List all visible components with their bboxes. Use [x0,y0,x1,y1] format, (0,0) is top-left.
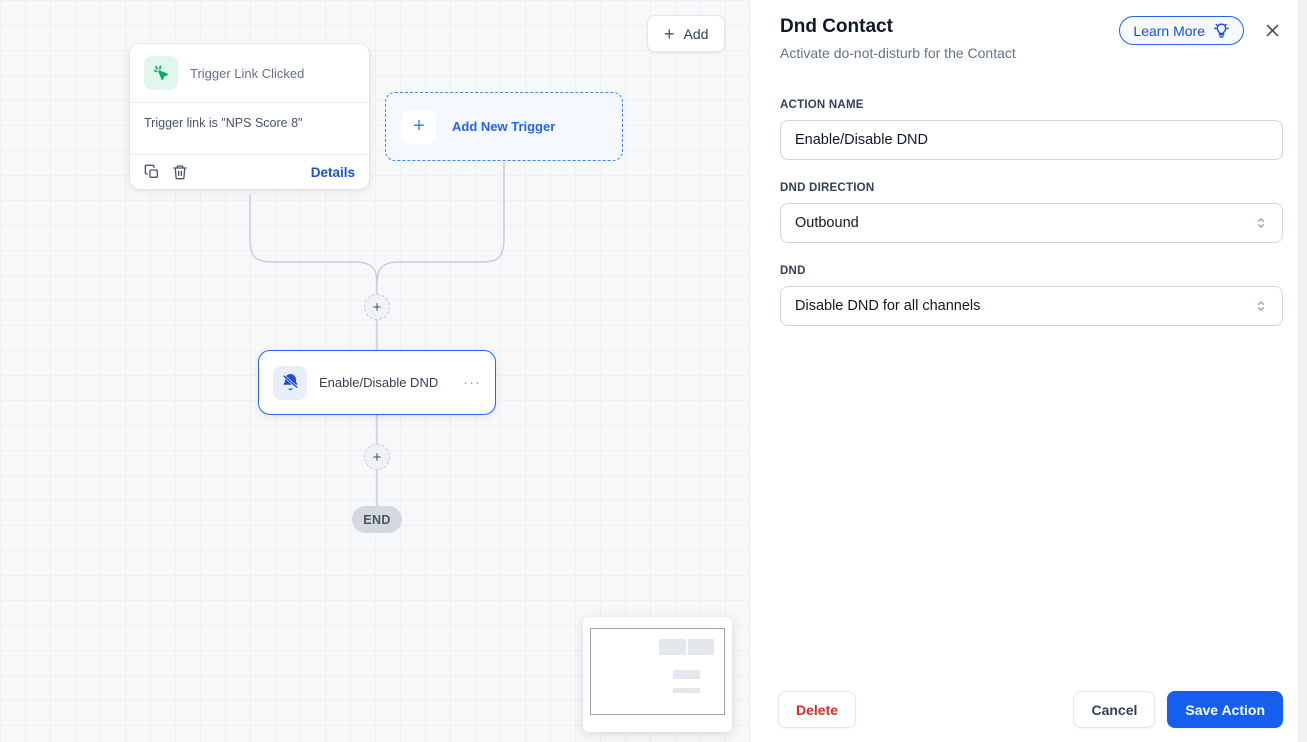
action-form: ACTION NAME DND DIRECTION Outbound DND [780,99,1283,326]
dnd-direction-label: DND DIRECTION [780,182,875,194]
minimap-node [673,688,700,693]
panel-footer: Delete Cancel Save Action [778,691,1283,728]
minimap[interactable] [583,617,732,732]
duplicate-icon[interactable] [144,164,160,180]
add-new-trigger-button[interactable]: + Add New Trigger [385,92,623,161]
save-action-button[interactable]: Save Action [1167,691,1283,728]
trigger-node-title: Trigger Link Clicked [190,65,305,81]
insert-step-button[interactable]: + [364,294,390,320]
action-name-input[interactable] [780,120,1283,160]
details-link[interactable]: Details [310,164,355,180]
end-label: END [363,512,391,527]
panel-header: Dnd Contact Activate do-not-disturb for … [780,16,1283,61]
minimap-viewport[interactable] [590,628,725,715]
insert-step-button[interactable]: + [364,444,390,470]
action-node-enable-disable-dnd[interactable]: Enable/Disable DND ··· [258,350,496,415]
dnd-value: Disable DND for all channels [795,298,981,314]
chevron-up-down-icon [1254,216,1268,230]
dnd-label: DND [780,265,806,277]
close-icon[interactable] [1262,20,1283,41]
minimap-node [659,639,686,655]
dnd-select[interactable]: Disable DND for all channels [780,286,1283,326]
panel-subtitle: Activate do-not-disturb for the Contact [780,45,1016,61]
plus-icon: + [372,448,382,466]
learn-more-label: Learn More [1133,22,1205,39]
add-button[interactable]: + Add [647,15,726,52]
action-settings-panel: Dnd Contact Activate do-not-disturb for … [750,0,1307,742]
lightbulb-icon [1213,22,1230,39]
trigger-node-footer: Details [130,154,369,189]
trigger-link-clicked-icon [144,56,178,90]
plus-icon: + [372,298,382,316]
trigger-node-header: Trigger Link Clicked [130,44,369,103]
dnd-direction-value: Outbound [795,215,859,231]
end-badge: END [352,506,402,533]
add-button-label: Add [683,25,709,42]
delete-trigger-icon[interactable] [172,164,188,180]
delete-button[interactable]: Delete [778,691,857,728]
plus-icon: + [402,109,436,144]
chevron-up-down-icon [1254,299,1268,313]
cancel-button[interactable]: Cancel [1073,691,1156,728]
minimap-node [688,639,714,655]
dnd-direction-select[interactable]: Outbound [780,203,1283,243]
add-new-trigger-label: Add New Trigger [452,119,556,134]
workflow-canvas[interactable]: + Add Trigger Link Clicked Trigger link … [0,0,750,742]
trigger-node-description: Trigger link is "NPS Score 8" [144,116,303,130]
learn-more-button[interactable]: Learn More [1119,16,1244,45]
plus-icon: + [664,23,675,44]
trigger-node[interactable]: Trigger Link Clicked Trigger link is "NP… [130,44,369,189]
node-more-menu-icon[interactable]: ··· [463,374,481,391]
action-node-label: Enable/Disable DND [319,375,439,390]
dnd-bell-off-icon [273,365,307,400]
panel-scrollbar[interactable] [1298,0,1307,742]
action-name-label: ACTION NAME [780,99,864,111]
panel-title: Dnd Contact [780,16,893,37]
minimap-node [673,670,700,679]
